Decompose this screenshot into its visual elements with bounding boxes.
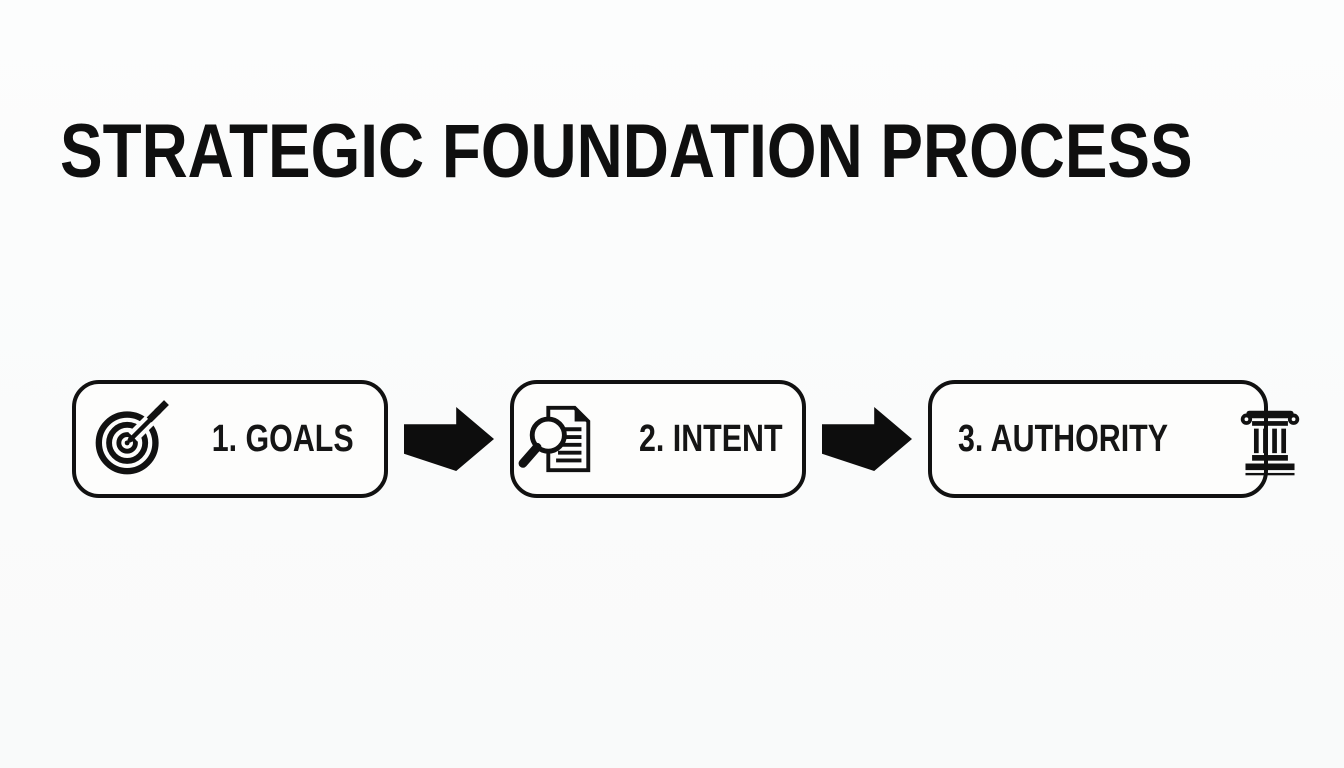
magnifier-document-icon [518,405,591,473]
step-label-goals: 1. GOALS [212,417,354,460]
step-label-intent: 2. INTENT [639,417,783,460]
right-arrow-icon [822,407,912,471]
icon-wrap [88,398,178,480]
right-arrow-icon [404,407,494,471]
target-dart-icon [95,398,177,475]
step-box-intent: 2. INTENT [510,380,806,498]
icon-wrap [515,400,605,478]
step-label-authority: 3. AUTHORITY [958,417,1168,460]
step-box-goals: 1. GOALS [72,380,388,498]
icon-wrap [1237,401,1303,477]
page-title: STRATEGIC FOUNDATION PROCESS [60,109,1193,194]
process-flow: 1. GOALS 2. INTENT [72,380,1299,498]
step-box-authority: 3. AUTHORITY [928,380,1299,498]
classical-column-icon [1240,410,1299,476]
